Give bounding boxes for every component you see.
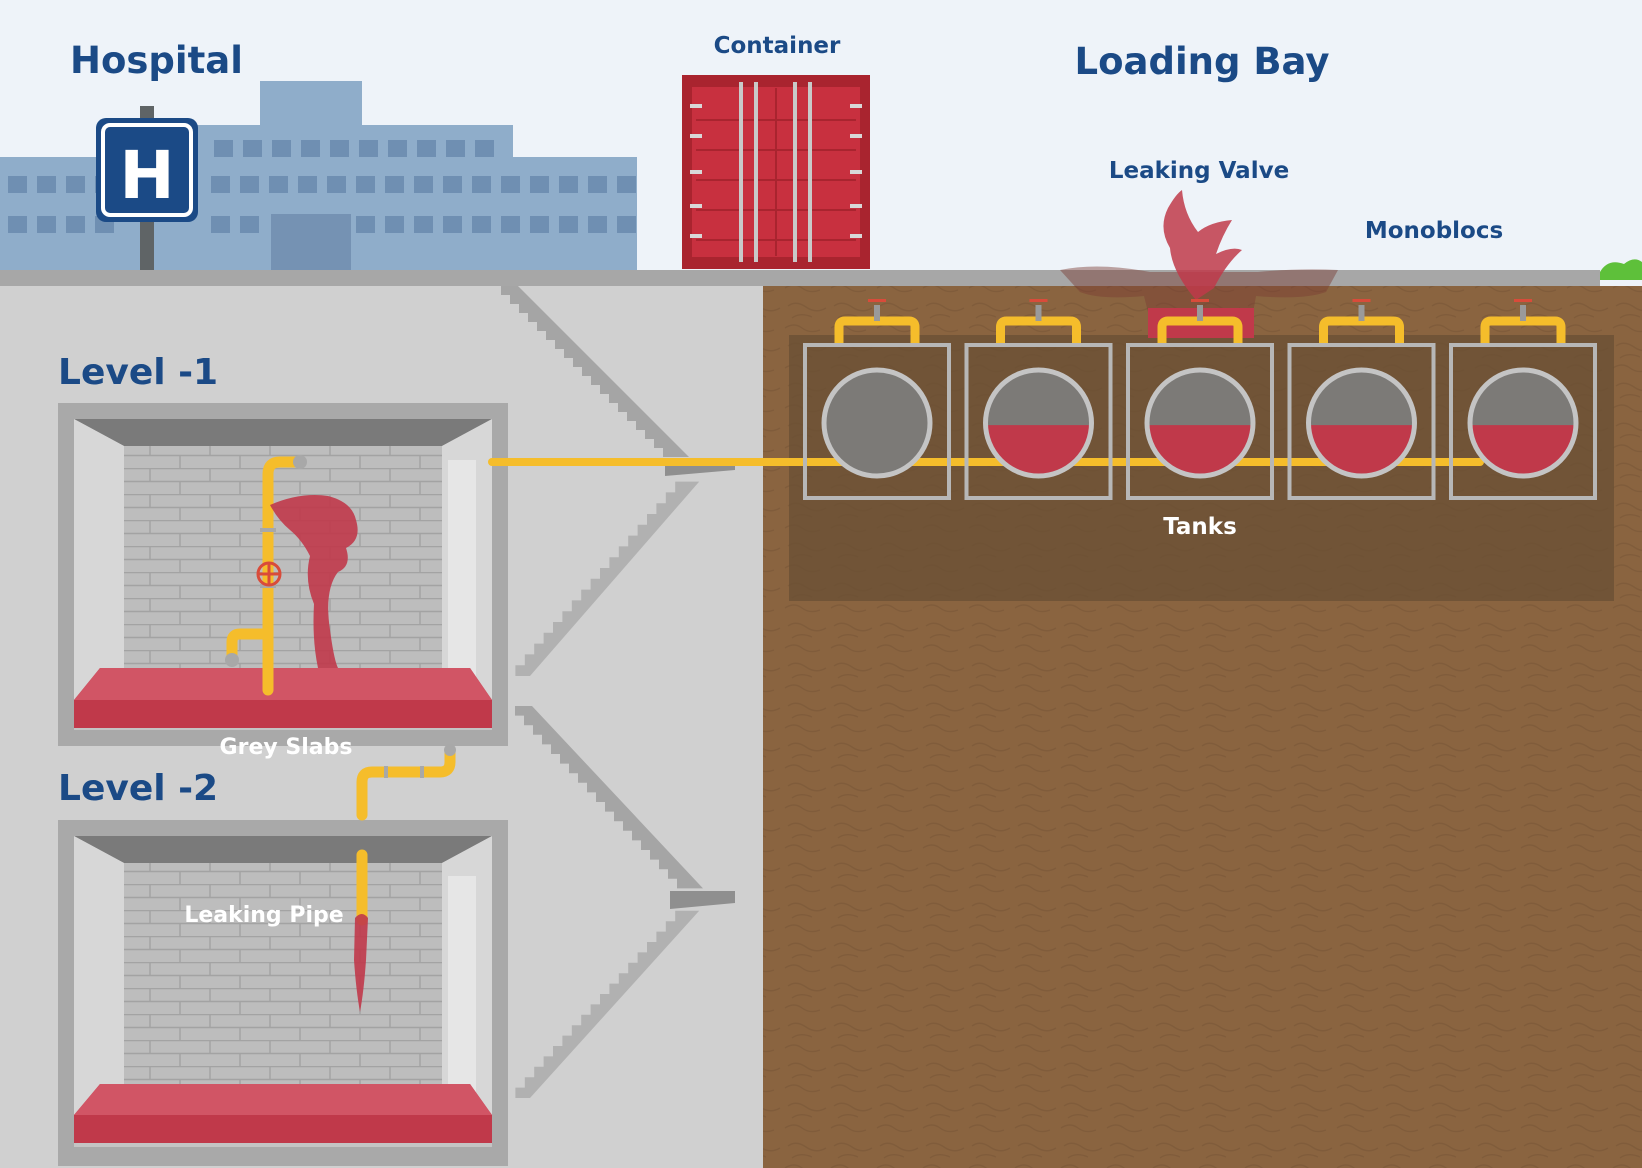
tank-1 bbox=[803, 299, 951, 500]
tank-valve-stem bbox=[1520, 305, 1526, 321]
level-1-label: Level -1 bbox=[58, 352, 218, 393]
pipe-joints bbox=[225, 455, 456, 778]
tank-rim bbox=[1306, 367, 1417, 479]
tank-frame bbox=[1287, 343, 1436, 500]
ground-surface bbox=[0, 270, 1600, 286]
level-1-room bbox=[58, 403, 508, 746]
tank-frame bbox=[1449, 343, 1597, 500]
grass-tuft bbox=[1600, 259, 1642, 280]
hospital-label: Hospital bbox=[70, 39, 243, 82]
tank-frame bbox=[964, 343, 1113, 500]
tank-valve-stem bbox=[1197, 305, 1203, 321]
tank-valve-handle-icon bbox=[1352, 299, 1371, 302]
pipe-network bbox=[226, 456, 1484, 926]
tank-rim bbox=[1144, 367, 1256, 479]
tank-valve-handle-icon bbox=[868, 299, 886, 302]
grey-slabs-label: Grey Slabs bbox=[220, 735, 353, 760]
tank-rim bbox=[983, 367, 1094, 479]
level-2-room bbox=[58, 820, 508, 1166]
tank-2 bbox=[964, 299, 1113, 500]
tank-rim bbox=[1467, 367, 1579, 479]
tank-rim bbox=[821, 367, 933, 479]
pipe-leak-splash-level-1 bbox=[270, 495, 358, 668]
tank-valve-stem bbox=[874, 305, 880, 321]
pipe-leak-splash-level-2 bbox=[354, 914, 368, 1012]
container-label: Container bbox=[714, 33, 841, 59]
tank-valve-handle-icon bbox=[1029, 299, 1048, 302]
tank-valve-handle-icon bbox=[1191, 299, 1209, 302]
tank-frame bbox=[803, 343, 951, 500]
level-2-label: Level -2 bbox=[58, 768, 218, 809]
valve-wheel-icon bbox=[256, 561, 282, 587]
tank-frame bbox=[1126, 343, 1274, 500]
hospital-sign: H bbox=[96, 106, 198, 272]
tank-valve-handle-icon bbox=[1514, 299, 1532, 302]
hospital-sign-letter: H bbox=[119, 137, 174, 214]
tank-body bbox=[824, 370, 930, 476]
tanks-label: Tanks bbox=[1163, 514, 1237, 540]
staircase bbox=[492, 286, 735, 1098]
leaking-pipe-label: Leaking Pipe bbox=[184, 903, 343, 928]
tank-4 bbox=[1287, 299, 1436, 500]
tank-valve-stem bbox=[1035, 305, 1042, 321]
shipping-container bbox=[682, 75, 870, 269]
tank-5 bbox=[1449, 299, 1597, 500]
tank-valve-stem bbox=[1358, 305, 1365, 321]
loading-bay-label: Loading Bay bbox=[1075, 40, 1330, 83]
monoblocs-label: Monoblocs bbox=[1365, 218, 1503, 244]
tanks-row bbox=[803, 299, 1597, 500]
leaking-valve-label: Leaking Valve bbox=[1109, 158, 1289, 184]
